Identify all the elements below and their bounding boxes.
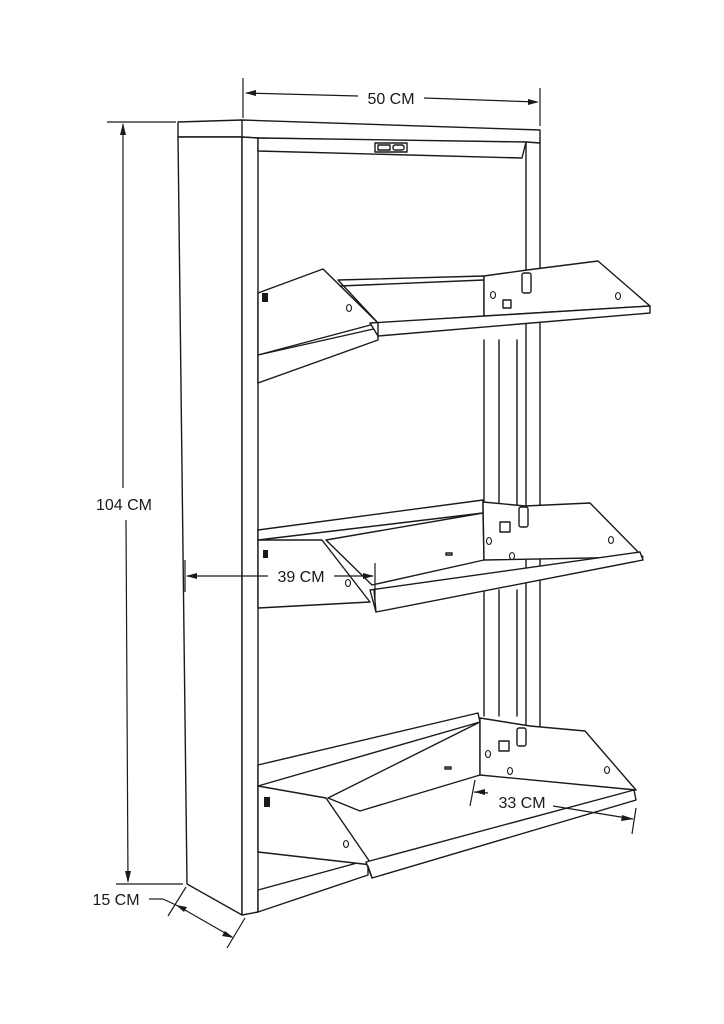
compartment-3 bbox=[257, 712, 637, 879]
front-right-stile bbox=[525, 141, 541, 731]
compartment-1 bbox=[257, 260, 651, 384]
dimension-shelf-depth: 33 CM bbox=[469, 779, 637, 835]
dimension-shelf-depth-label: 33 CM bbox=[498, 795, 545, 812]
hinge bbox=[518, 506, 529, 528]
side-panel bbox=[177, 136, 243, 916]
hinge bbox=[516, 727, 527, 747]
dimension-depth-label: 15 CM bbox=[92, 892, 139, 909]
bottom-rail bbox=[257, 859, 369, 913]
dimension-height: 104 CM bbox=[96, 121, 183, 885]
compartment-2 bbox=[257, 499, 644, 613]
lock-icon bbox=[374, 142, 408, 153]
dimension-inner-width: 39 CM bbox=[184, 560, 376, 600]
dimension-width: 50 CM bbox=[242, 78, 541, 126]
hinge bbox=[521, 272, 532, 294]
front-left-stile bbox=[241, 136, 259, 916]
dimension-inner-width-label: 39 CM bbox=[277, 569, 324, 586]
dimension-height-label: 104 CM bbox=[96, 497, 152, 514]
dimension-width-label: 50 CM bbox=[367, 91, 414, 108]
dimension-depth: 15 CM bbox=[92, 886, 246, 949]
